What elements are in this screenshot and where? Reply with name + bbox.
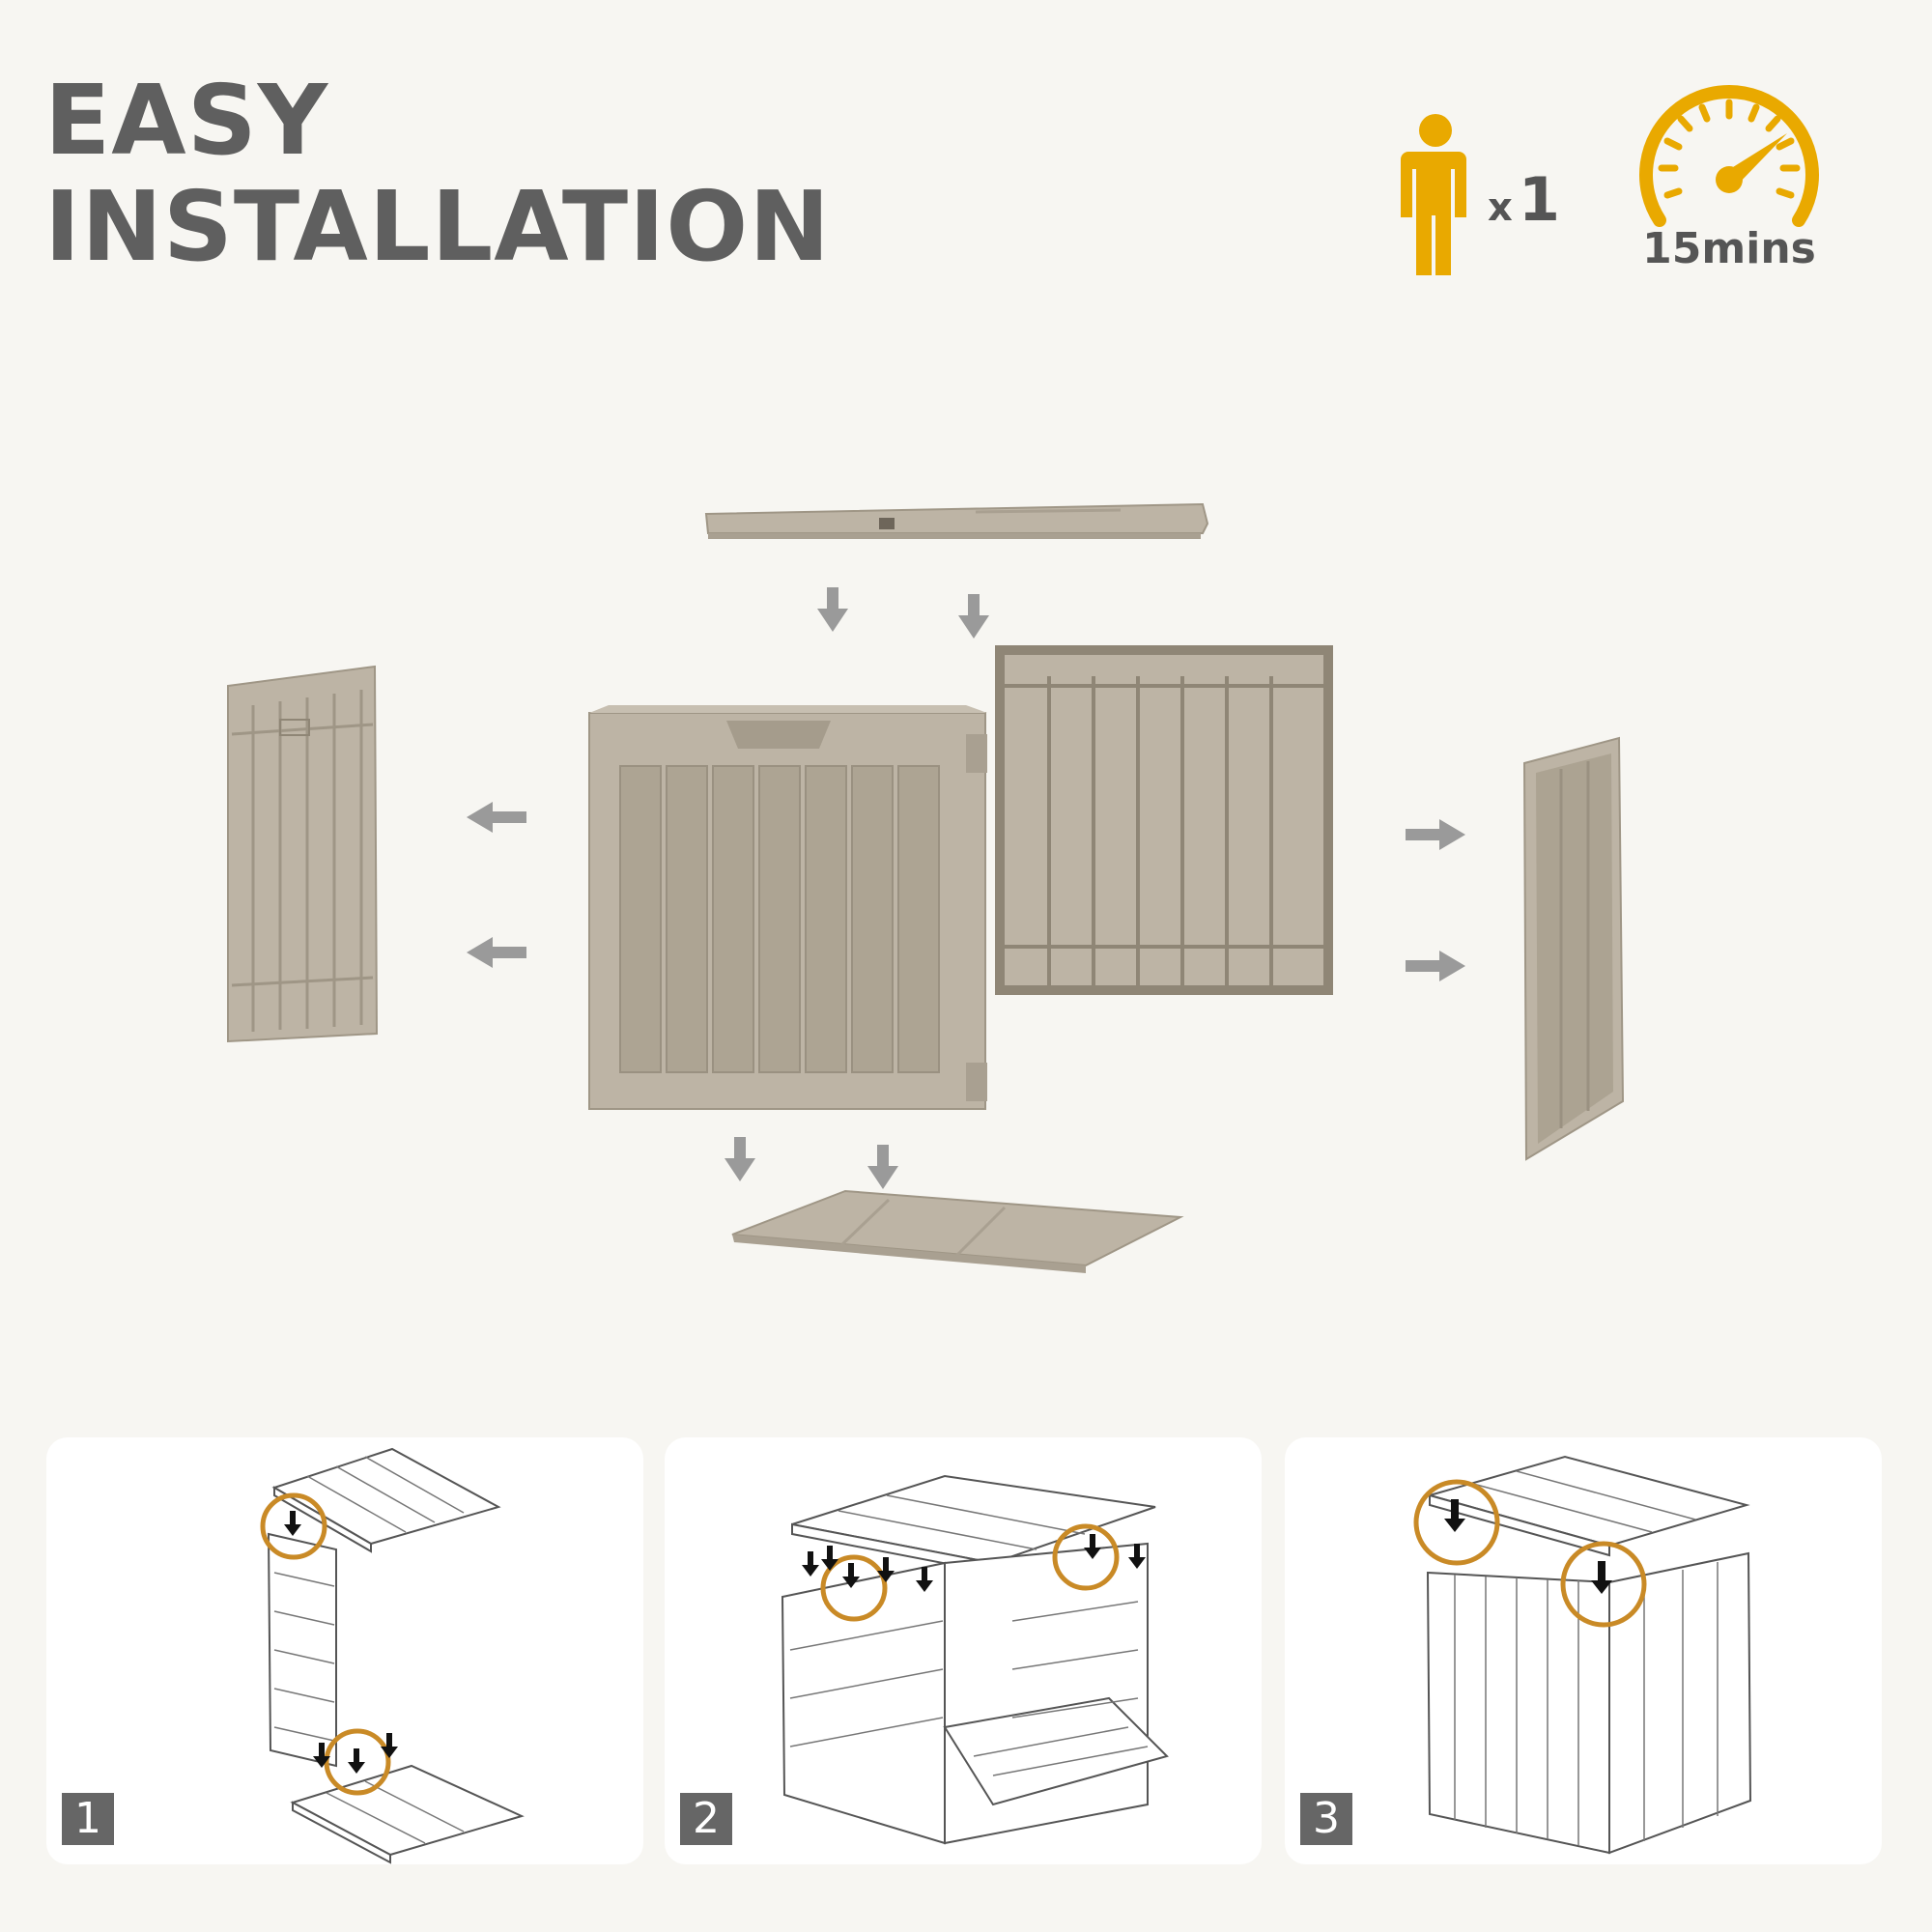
step-card-3: 3 — [1285, 1437, 1882, 1864]
back-panel — [995, 645, 1333, 995]
step-number-1: 1 — [62, 1793, 114, 1845]
people-count: x1 — [1488, 164, 1560, 235]
step-number-3: 3 — [1300, 1793, 1352, 1845]
step-3-illustration — [1413, 1455, 1752, 1855]
base-panel — [731, 1189, 1184, 1273]
title-line-1: EASY — [44, 64, 329, 177]
title-line-2: INSTALLATION — [44, 170, 831, 283]
step-2-illustration — [781, 1474, 1169, 1845]
right-side-panel — [1522, 736, 1625, 1161]
person-icon — [1401, 114, 1466, 275]
step-card-1: 1 — [46, 1437, 643, 1864]
step-1-illustration — [260, 1447, 525, 1864]
page-title: EASY INSTALLATION — [44, 68, 831, 280]
front-panel — [588, 705, 987, 1110]
left-side-panel — [227, 665, 379, 1043]
people-count-value: 1 — [1518, 164, 1560, 235]
arrow-down-icon — [958, 594, 989, 639]
exploded-assembly-diagram — [227, 502, 1625, 1273]
arrow-down-icon — [724, 1137, 755, 1181]
step-card-2: 2 — [665, 1437, 1262, 1864]
lid-panel — [704, 502, 1209, 539]
arrow-left-icon — [467, 802, 526, 968]
arrow-down-icon — [817, 587, 848, 632]
step-number-2: 2 — [680, 1793, 732, 1845]
arrow-down-icon — [867, 1145, 898, 1189]
people-count-prefix: x — [1488, 185, 1513, 230]
speedometer-icon — [1639, 84, 1819, 227]
time-label: 15mins — [1642, 224, 1816, 273]
arrow-right-icon — [1406, 819, 1465, 981]
